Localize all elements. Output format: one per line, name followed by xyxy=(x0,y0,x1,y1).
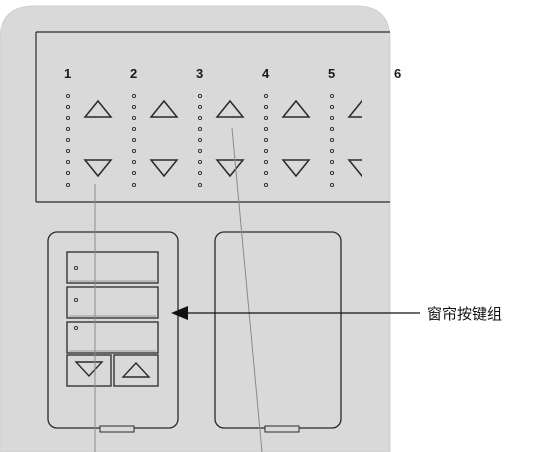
led-dot-icon xyxy=(329,137,335,143)
led-dot-icon xyxy=(197,104,203,110)
triangle-up-icon[interactable] xyxy=(149,99,179,118)
led-dot-icon xyxy=(65,126,71,132)
led-dot-icon xyxy=(65,159,71,165)
column-number-3: 3 xyxy=(196,66,203,81)
arrow-left-icon xyxy=(171,306,188,320)
upper-columns xyxy=(65,93,375,188)
led-dot-icon xyxy=(329,104,335,110)
column-number-5: 5 xyxy=(328,66,335,81)
led-dot-icon xyxy=(263,137,269,143)
led-dot-icon xyxy=(329,159,335,165)
led-dot-icon xyxy=(329,115,335,121)
led-dot-icon xyxy=(329,148,335,154)
triangle-up-icon[interactable] xyxy=(83,99,113,118)
led-dot-icon xyxy=(65,104,71,110)
led-dot-icon xyxy=(263,148,269,154)
led-dot-icon xyxy=(73,297,79,303)
led-dot-icon xyxy=(65,137,71,143)
led-dot-icon xyxy=(131,126,137,132)
triangle-up-icon xyxy=(121,361,151,378)
column-numbers: 1 2 3 4 5 6 xyxy=(64,66,401,81)
led-dot-icon xyxy=(197,159,203,165)
column-number-6: 6 xyxy=(394,66,401,81)
led-dot-icon xyxy=(65,115,71,121)
led-dot-icon xyxy=(131,170,137,176)
led-dot-icon xyxy=(65,182,71,188)
led-dot-icon xyxy=(197,126,203,132)
led-dot-icon xyxy=(65,93,71,99)
triangle-up-icon[interactable] xyxy=(281,99,311,118)
led-dot-icon xyxy=(131,93,137,99)
led-dot-icon xyxy=(263,104,269,110)
shade-keypad xyxy=(47,231,179,433)
led-dot-icon xyxy=(329,182,335,188)
led-dot-icon xyxy=(263,182,269,188)
led-dot-icon xyxy=(73,325,79,331)
blank-faceplate-body xyxy=(214,231,342,429)
triangle-up-icon[interactable] xyxy=(347,99,375,118)
triangle-down-icon[interactable] xyxy=(347,159,375,178)
callout: 窗帘按键组 xyxy=(171,305,502,323)
led-dot-icon xyxy=(197,137,203,143)
led-dot-icon xyxy=(263,159,269,165)
led-dot-icon xyxy=(65,148,71,154)
led-dot-icon xyxy=(131,115,137,121)
led-dot-icon xyxy=(131,159,137,165)
led-dot-icon xyxy=(131,104,137,110)
keypad-button-2[interactable] xyxy=(66,286,159,319)
triangle-down-icon[interactable] xyxy=(215,159,245,178)
led-dot-icon xyxy=(197,93,203,99)
led-dot-icon xyxy=(263,126,269,132)
triangle-down-icon[interactable] xyxy=(83,159,113,178)
led-dot-icon xyxy=(329,126,335,132)
triangle-up-icon[interactable] xyxy=(215,99,245,118)
blank-faceplate-tab xyxy=(264,425,300,433)
column-number-1: 1 xyxy=(64,66,71,81)
keypad-button-3[interactable] xyxy=(66,321,159,354)
led-dot-icon xyxy=(65,170,71,176)
column-number-4: 4 xyxy=(262,66,270,81)
led-dot-icon xyxy=(263,170,269,176)
led-dot-icon xyxy=(329,170,335,176)
triangle-down-icon[interactable] xyxy=(281,159,311,178)
keypad-bottom-tab xyxy=(99,425,135,433)
triangle-down-icon[interactable] xyxy=(149,159,179,178)
leader-line-right xyxy=(231,127,263,452)
led-dot-icon xyxy=(197,148,203,154)
led-dot-icon xyxy=(263,115,269,121)
callout-label: 窗帘按键组 xyxy=(427,305,502,323)
led-dot-icon xyxy=(263,93,269,99)
blank-faceplate xyxy=(214,231,342,433)
led-dot-icon xyxy=(197,182,203,188)
led-dot-icon xyxy=(131,182,137,188)
led-dot-icon xyxy=(131,148,137,154)
led-dot-icon xyxy=(329,93,335,99)
led-dot-icon xyxy=(131,137,137,143)
led-dot-icon xyxy=(197,115,203,121)
keypad-button-1[interactable] xyxy=(66,251,159,284)
column-number-2: 2 xyxy=(130,66,137,81)
led-dot-icon xyxy=(73,265,79,271)
led-dot-icon xyxy=(197,170,203,176)
